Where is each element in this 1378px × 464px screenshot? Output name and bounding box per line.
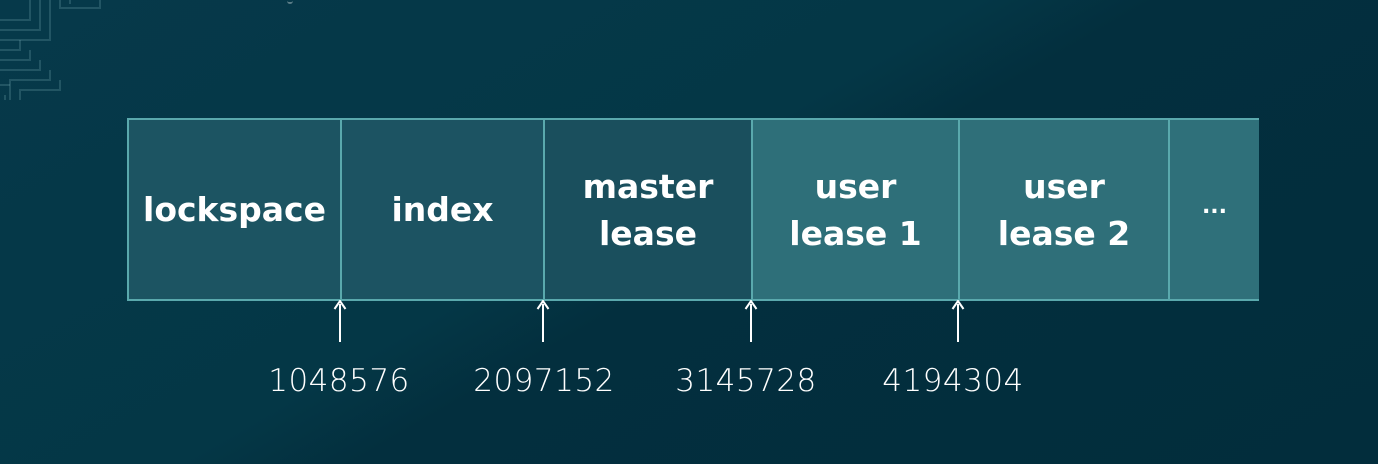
- offset-label: 1048576: [268, 363, 410, 399]
- segment-user-lease-1: user lease 1: [751, 120, 958, 299]
- segment-ellipsis: ...: [1168, 120, 1259, 299]
- segment-label: ...: [1201, 194, 1228, 219]
- offset-arrow-icon: [951, 300, 965, 342]
- segment-label: user lease 1: [789, 166, 922, 253]
- offset-arrow-icon: [536, 300, 550, 342]
- offset-label: 4194304: [882, 363, 1024, 399]
- corner-pattern-decoration: [0, 0, 101, 100]
- segment-label: lockspace: [143, 190, 326, 229]
- segment-lockspace: lockspace: [127, 120, 340, 299]
- segment-label: user lease 2: [997, 166, 1131, 253]
- offset-arrow-icon: [744, 300, 758, 342]
- offset-label: 3145728: [675, 363, 817, 399]
- offset-arrow-icon: [333, 300, 347, 342]
- top-edge-mark: [287, 0, 293, 4]
- segment-label: index: [391, 190, 494, 229]
- lease-layout-bar: lockspace index master lease user lease …: [127, 118, 1259, 301]
- segment-label: master lease: [582, 166, 714, 253]
- segment-master-lease: master lease: [543, 120, 751, 299]
- segment-index: index: [340, 120, 543, 299]
- offset-label: 2097152: [473, 363, 615, 399]
- segment-user-lease-2: user lease 2: [958, 120, 1168, 299]
